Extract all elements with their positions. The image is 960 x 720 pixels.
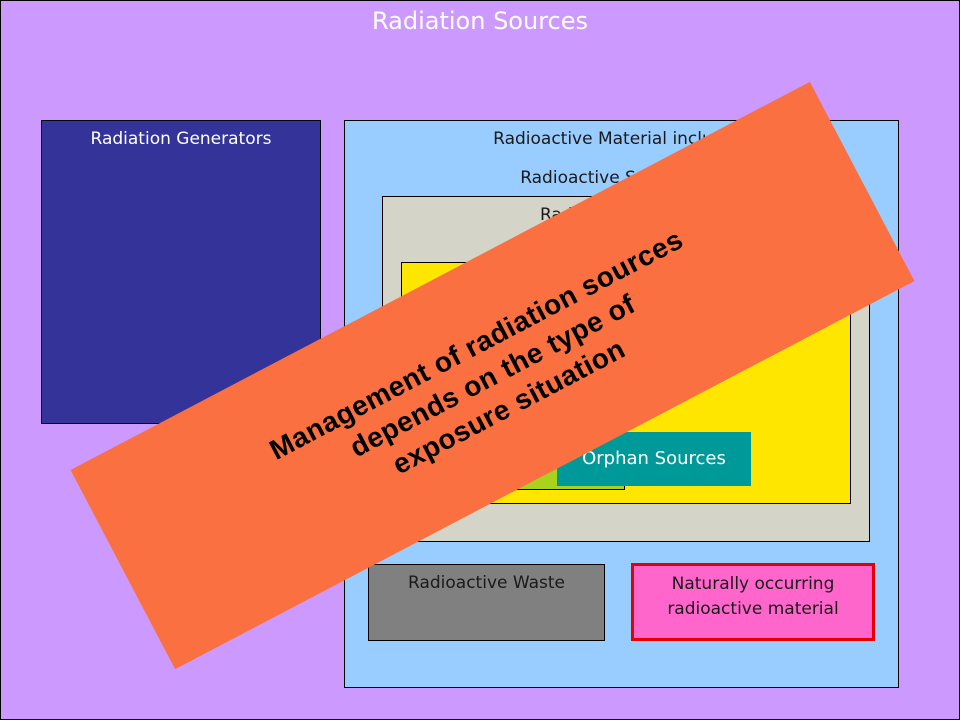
radiation-generators-label: Radiation Generators xyxy=(90,129,272,149)
norm-box: Naturally occurring radioactive material xyxy=(631,563,875,641)
radioactive-waste-box: Radioactive Waste xyxy=(368,564,605,641)
radioactive-waste-label: Radioactive Waste xyxy=(408,573,565,593)
norm-label-line1: Naturally occurring xyxy=(671,574,835,594)
radiation-generators-box: Radiation Generators xyxy=(41,120,321,424)
orphan-sources-label: Orphan Sources xyxy=(582,448,726,469)
norm-label: Naturally occurring radioactive material xyxy=(634,572,872,622)
diagram-title: Radiation Sources xyxy=(372,7,588,35)
radioactive-material-label: Radioactive Material including xyxy=(493,129,750,149)
norm-label-line2: radioactive material xyxy=(667,599,839,619)
